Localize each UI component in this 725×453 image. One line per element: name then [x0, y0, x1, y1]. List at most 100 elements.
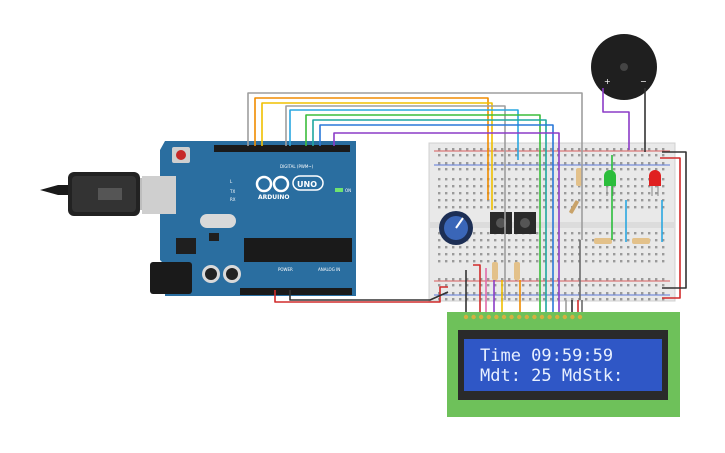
breadboard-hole — [473, 162, 476, 165]
breadboard-hole — [606, 292, 609, 295]
breadboard-hole — [459, 185, 462, 188]
breadboard-hole — [480, 292, 483, 295]
breadboard-hole — [571, 284, 574, 287]
breadboard-hole — [599, 232, 602, 235]
breadboard-hole — [613, 199, 616, 202]
breadboard-hole — [508, 168, 511, 171]
breadboard-hole — [480, 154, 483, 157]
breadboard-hole — [585, 185, 588, 188]
breadboard-hole — [466, 284, 469, 287]
regulator-chip — [176, 238, 196, 254]
breadboard-hole — [641, 154, 644, 157]
breadboard-hole — [585, 178, 588, 181]
breadboard-hole — [634, 185, 637, 188]
breadboard-hole — [452, 253, 455, 256]
breadboard-hole — [627, 246, 630, 249]
arduino-board: ARDUINO UNO TX RX L ON DIGITAL (PWM~) PO… — [142, 141, 356, 296]
breadboard-hole — [515, 206, 518, 209]
breadboard-hole — [501, 260, 504, 263]
breadboard-hole — [655, 253, 658, 256]
breadboard-hole — [571, 148, 574, 151]
breadboard-hole — [445, 199, 448, 202]
breadboard-hole — [494, 192, 497, 195]
breadboard-hole — [585, 278, 588, 281]
breadboard-hole — [459, 178, 462, 181]
lcd-line-2: Mdt: 25 MdStk: — [480, 366, 623, 386]
breadboard-hole — [438, 260, 441, 263]
breadboard-hole — [501, 185, 504, 188]
breadboard-hole — [508, 260, 511, 263]
breadboard-hole — [634, 284, 637, 287]
breadboard-hole — [564, 192, 567, 195]
breadboard-hole — [550, 192, 553, 195]
breadboard-hole — [501, 192, 504, 195]
breadboard-hole — [515, 239, 518, 242]
breadboard-hole — [508, 246, 511, 249]
breadboard-hole — [592, 185, 595, 188]
breadboard-hole — [585, 206, 588, 209]
breadboard-hole — [515, 292, 518, 295]
breadboard-hole — [655, 278, 658, 281]
breadboard-hole — [501, 239, 504, 242]
breadboard-hole — [627, 260, 630, 263]
board-brand: ARDUINO — [258, 194, 289, 201]
breadboard-hole — [662, 185, 665, 188]
power-header-label: POWER — [278, 267, 293, 272]
lcd-pin — [494, 314, 499, 320]
breadboard-hole — [508, 298, 511, 301]
breadboard-hole — [494, 148, 497, 151]
breadboard-hole — [438, 162, 441, 165]
breadboard-hole — [529, 192, 532, 195]
breadboard-hole — [627, 162, 630, 165]
arduino-logo: ARDUINO UNO — [255, 175, 324, 201]
breadboard-hole — [585, 162, 588, 165]
breadboard-hole — [564, 292, 567, 295]
breadboard-hole — [508, 284, 511, 287]
breadboard-hole — [592, 284, 595, 287]
breadboard-hole — [662, 162, 665, 165]
breadboard-hole — [655, 298, 658, 301]
breadboard-hole — [620, 284, 623, 287]
breadboard-hole — [655, 148, 658, 151]
breadboard-hole — [599, 162, 602, 165]
breadboard-hole — [543, 260, 546, 263]
breadboard-hole — [529, 154, 532, 157]
breadboard-hole — [466, 253, 469, 256]
breadboard-hole — [662, 239, 665, 242]
breadboard-hole — [599, 292, 602, 295]
breadboard-hole — [494, 253, 497, 256]
breadboard-hole — [480, 278, 483, 281]
breadboard-hole — [466, 148, 469, 151]
breadboard-hole — [648, 246, 651, 249]
breadboard-hole — [578, 206, 581, 209]
breadboard-hole — [550, 199, 553, 202]
breadboard-hole — [438, 154, 441, 157]
breadboard-hole — [662, 284, 665, 287]
breadboard-hole — [543, 185, 546, 188]
breadboard-hole — [641, 185, 644, 188]
breadboard-hole — [641, 232, 644, 235]
breadboard-hole — [459, 192, 462, 195]
push-button-1 — [490, 212, 512, 234]
breadboard-hole — [641, 178, 644, 181]
breadboard-hole — [438, 178, 441, 181]
breadboard-hole — [480, 298, 483, 301]
breadboard-hole — [578, 232, 581, 235]
breadboard-hole — [480, 192, 483, 195]
breadboard-hole — [487, 298, 490, 301]
lcd-pin — [509, 314, 514, 320]
breadboard-hole — [550, 278, 553, 281]
breadboard-hole — [473, 192, 476, 195]
breadboard-hole — [438, 206, 441, 209]
breadboard-hole — [529, 260, 532, 263]
breadboard-hole — [445, 162, 448, 165]
breadboard-hole — [585, 260, 588, 263]
breadboard-hole — [641, 148, 644, 151]
breadboard-hole — [564, 178, 567, 181]
breadboard-hole — [466, 278, 469, 281]
breadboard-hole — [564, 199, 567, 202]
breadboard-hole — [487, 278, 490, 281]
breadboard-hole — [592, 292, 595, 295]
lcd-pin — [532, 314, 537, 320]
breadboard-hole — [571, 246, 574, 249]
